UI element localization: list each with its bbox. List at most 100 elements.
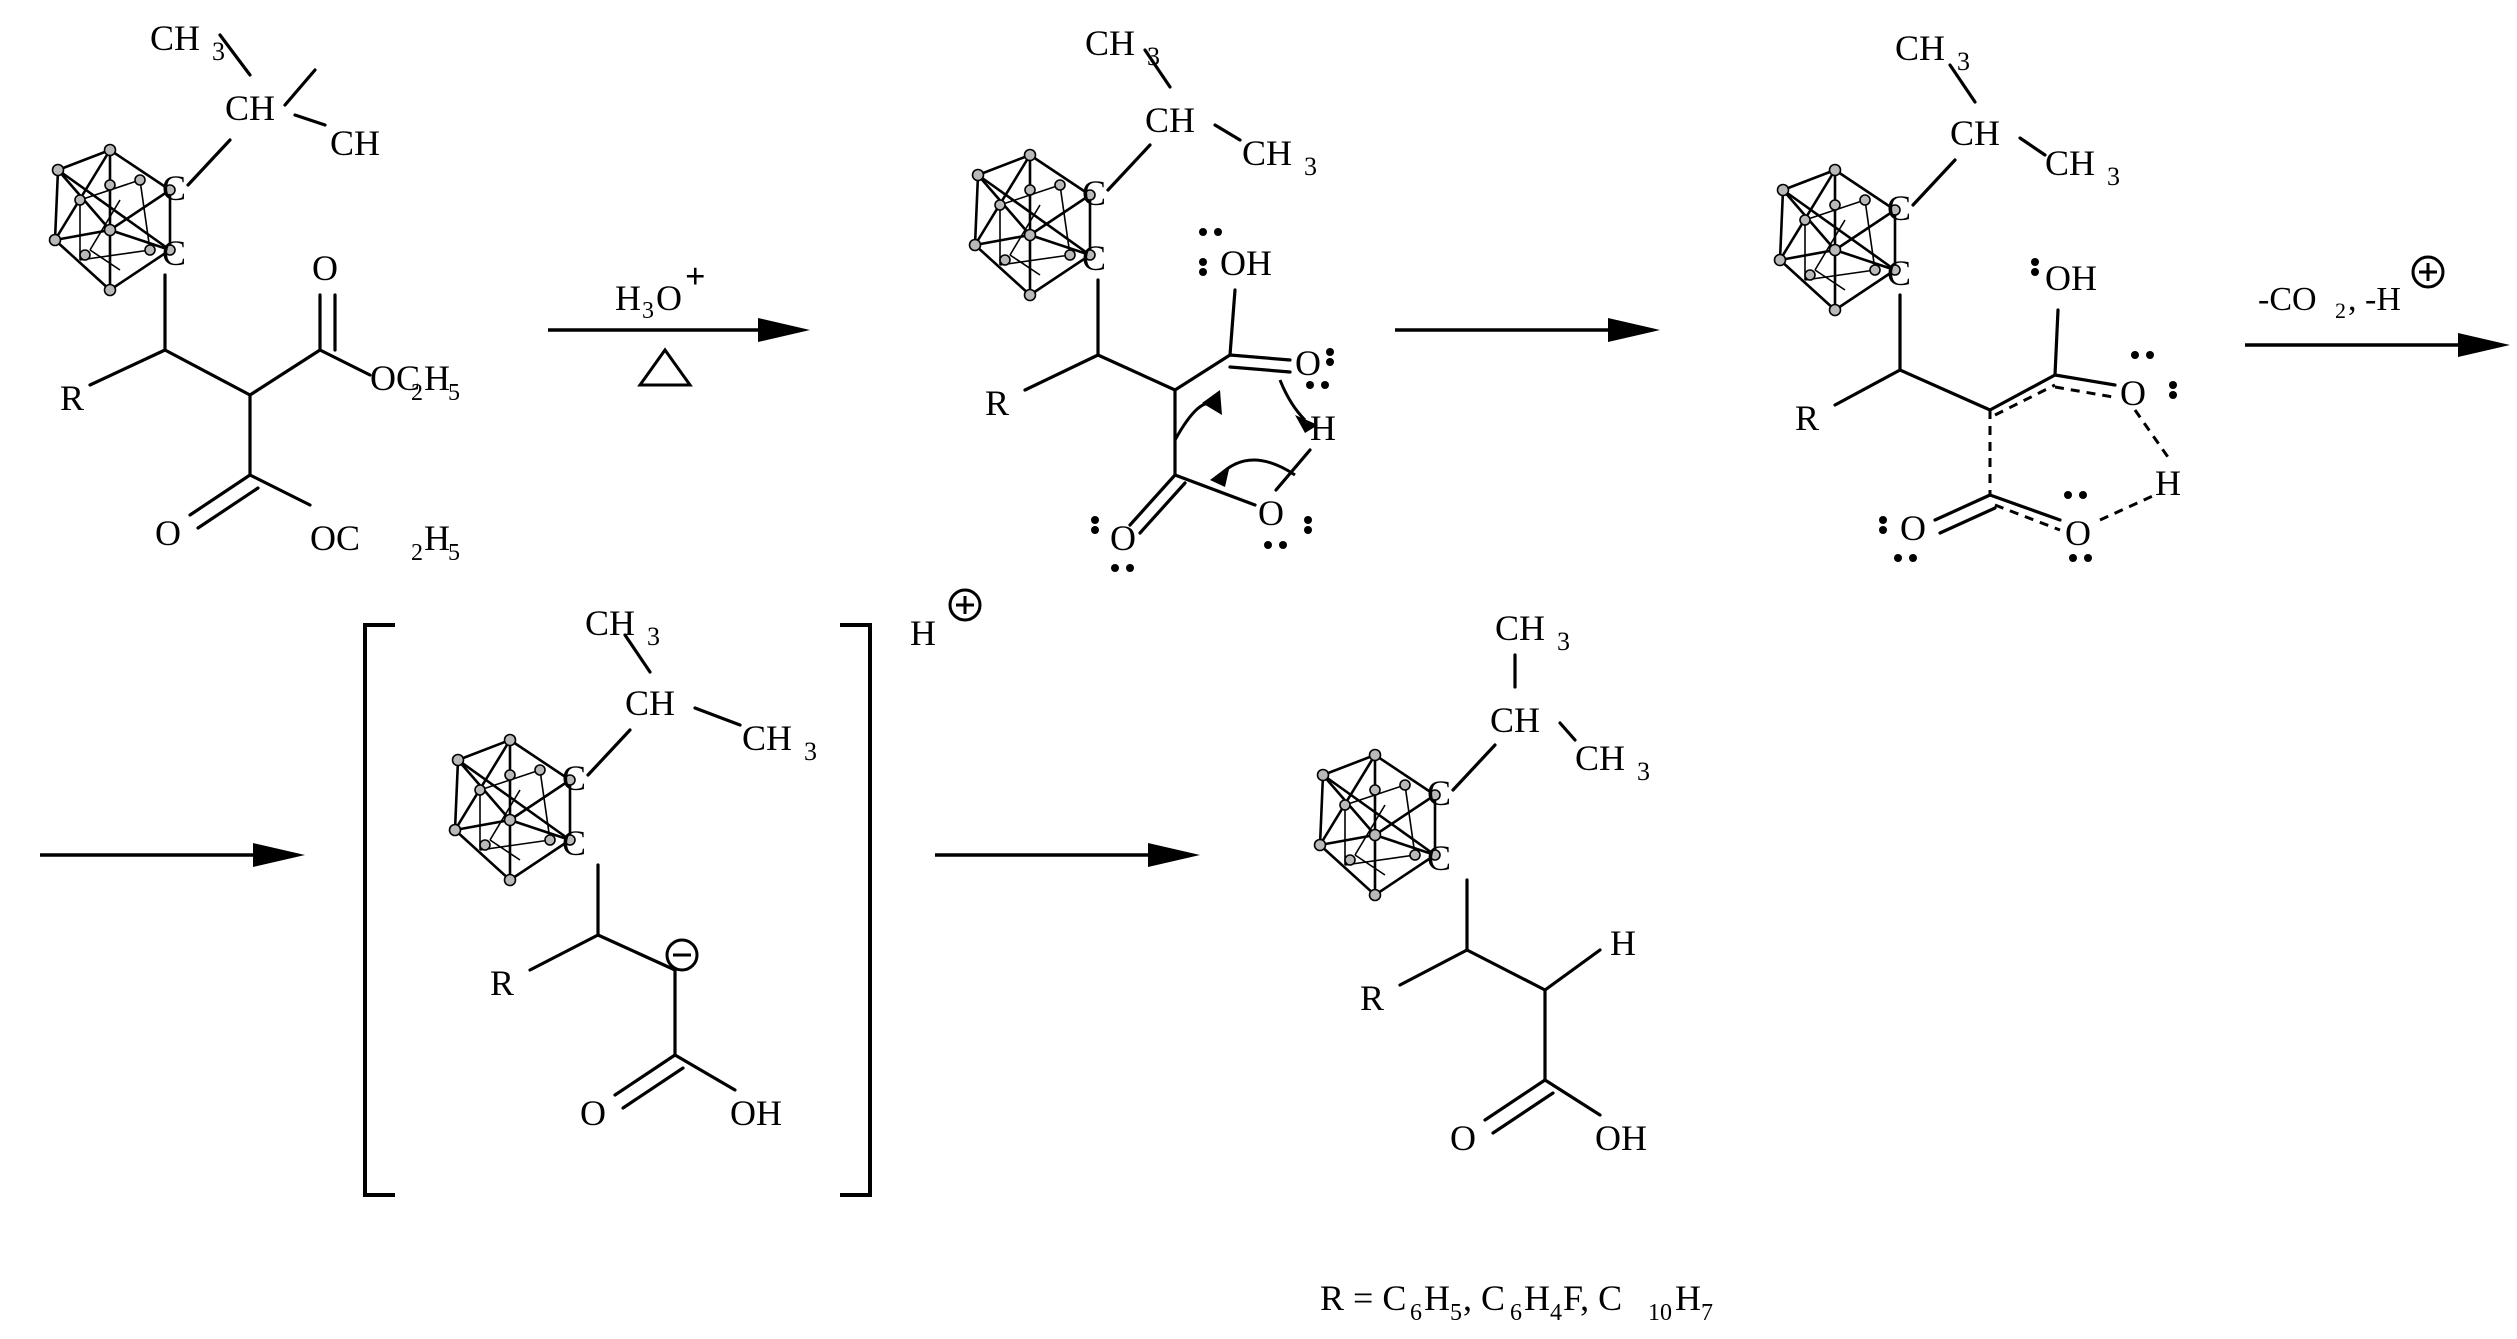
svg-text:R: R: [1360, 978, 1384, 1018]
svg-text:O: O: [1110, 518, 1136, 558]
svg-text:3: 3: [2107, 162, 2120, 191]
svg-text:H: H: [424, 358, 450, 398]
svg-text:3: 3: [1957, 47, 1970, 76]
molecule-product-acid: C C CH CH 3 CH 3 R H O OH: [1313, 608, 1650, 1158]
svg-text:3: 3: [804, 737, 817, 766]
svg-text:10: 10: [1648, 1300, 1672, 1326]
svg-text:C: C: [562, 758, 586, 798]
svg-text:C: C: [1887, 188, 1911, 228]
molecule-malonic-acid: C C CH CH 3 CH 3 R OH O O O H: [968, 23, 1336, 558]
svg-text:O: O: [2065, 513, 2091, 553]
svg-text:F, C: F, C: [1563, 1278, 1622, 1318]
svg-text:7: 7: [1701, 1300, 1713, 1326]
svg-text:OH: OH: [2045, 258, 2097, 298]
molecule-enolate-intermediate: C C CH CH 3 CH 3 R O OH: [448, 603, 817, 1133]
atom-o: O: [155, 513, 181, 553]
reaction-arrow-2: [1395, 318, 1660, 342]
svg-text:CH: CH: [2045, 143, 2095, 183]
svg-text:3: 3: [1304, 152, 1317, 181]
svg-text:H: H: [615, 278, 641, 318]
svg-text:H: H: [424, 518, 450, 558]
svg-text:H: H: [1310, 408, 1336, 448]
reaction-arrow-1: H 3 O +: [548, 256, 810, 387]
svg-text:C: C: [562, 823, 586, 863]
atom-c: C: [162, 233, 186, 273]
atom-o: O: [312, 248, 338, 288]
atom-ch: CH: [225, 88, 275, 128]
molecule-cyclic-transition-state: C C CH CH 3 CH 3 R OH O H O O: [1773, 28, 2181, 553]
svg-text:CH: CH: [1145, 100, 1195, 140]
svg-text:6: 6: [1510, 1300, 1522, 1326]
svg-text:R: R: [1795, 398, 1819, 438]
svg-text:CH: CH: [1490, 700, 1540, 740]
svg-text:3: 3: [212, 37, 225, 66]
svg-text:C: C: [1887, 253, 1911, 293]
svg-text:H: H: [1610, 923, 1636, 963]
svg-text:CH: CH: [585, 603, 635, 643]
reaction-arrow-5: [935, 843, 1200, 867]
svg-text:CH: CH: [1242, 133, 1292, 173]
svg-text:C: C: [1082, 173, 1106, 213]
svg-text:OH: OH: [1220, 243, 1272, 283]
svg-text:CH: CH: [742, 718, 792, 758]
atom-ch3-right: CH: [330, 123, 380, 163]
svg-text:H: H: [1675, 1278, 1701, 1318]
svg-text:-CO: -CO: [2258, 281, 2317, 318]
svg-text:H: H: [1524, 1278, 1550, 1318]
reaction-arrow-4: [40, 843, 305, 867]
substituent-footnote: R = C 6 H 5 , C 6 H 4 F, C 10 H 7: [1320, 1278, 1713, 1326]
svg-text:5: 5: [448, 540, 460, 566]
svg-text:2: 2: [2335, 298, 2346, 323]
svg-text:CH: CH: [1950, 113, 2000, 153]
svg-text:O: O: [1295, 343, 1321, 383]
reaction-arrow-3: -CO 2 , -H: [2245, 255, 2510, 357]
svg-text:6: 6: [1410, 1300, 1422, 1326]
plus-charge-icon: [948, 588, 982, 622]
svg-text:CH: CH: [625, 683, 675, 723]
bracket: [363, 623, 872, 1197]
minus-charge-icon: [665, 938, 699, 972]
svg-text:3: 3: [1557, 627, 1570, 656]
plus-charge-icon: [2411, 255, 2445, 289]
svg-text:CH: CH: [1575, 738, 1625, 778]
svg-text:2: 2: [411, 380, 423, 406]
heat-triangle-icon: [637, 347, 693, 387]
svg-text:+: +: [685, 256, 706, 296]
proton: H: [910, 613, 936, 653]
svg-text:3: 3: [1637, 757, 1650, 786]
svg-text:3: 3: [1147, 42, 1160, 71]
svg-text:C: C: [1082, 238, 1106, 278]
svg-text:C: C: [1427, 773, 1451, 813]
svg-text:OH: OH: [1595, 1118, 1647, 1158]
atom-oc2h5: OC: [310, 518, 360, 558]
svg-text:O: O: [1450, 1118, 1476, 1158]
svg-text:O: O: [1258, 493, 1284, 533]
svg-text:CH: CH: [1895, 28, 1945, 68]
svg-text:4: 4: [1550, 1300, 1562, 1326]
svg-text:CH: CH: [1495, 608, 1545, 648]
svg-text:, -H: , -H: [2348, 281, 2401, 318]
svg-text:, C: , C: [1463, 1278, 1505, 1318]
atom-r: R: [60, 378, 84, 418]
svg-text:5: 5: [448, 380, 460, 406]
svg-text:R: R: [985, 383, 1009, 423]
atom-c: C: [162, 168, 186, 208]
svg-text:C: C: [1427, 838, 1451, 878]
svg-text:H: H: [1424, 1278, 1450, 1318]
svg-text:OH: OH: [730, 1093, 782, 1133]
svg-text:5: 5: [1450, 1300, 1462, 1326]
atom-oc2h5: OC: [370, 358, 420, 398]
svg-text:O: O: [2120, 373, 2146, 413]
svg-text:R: R: [490, 963, 514, 1003]
molecule-diethyl-malonate: C C CH CH 3 CH R O OC O OC: [48, 18, 420, 558]
svg-text:2: 2: [411, 540, 423, 566]
svg-text:O: O: [1900, 508, 1926, 548]
svg-text:R = C: R = C: [1320, 1278, 1406, 1318]
lone-pairs-3: [1879, 258, 2177, 562]
svg-text:3: 3: [642, 298, 654, 324]
svg-text:H: H: [2155, 463, 2181, 503]
svg-text:3: 3: [647, 622, 660, 651]
svg-text:O: O: [656, 278, 682, 318]
lone-pairs-2: [1091, 228, 1334, 572]
